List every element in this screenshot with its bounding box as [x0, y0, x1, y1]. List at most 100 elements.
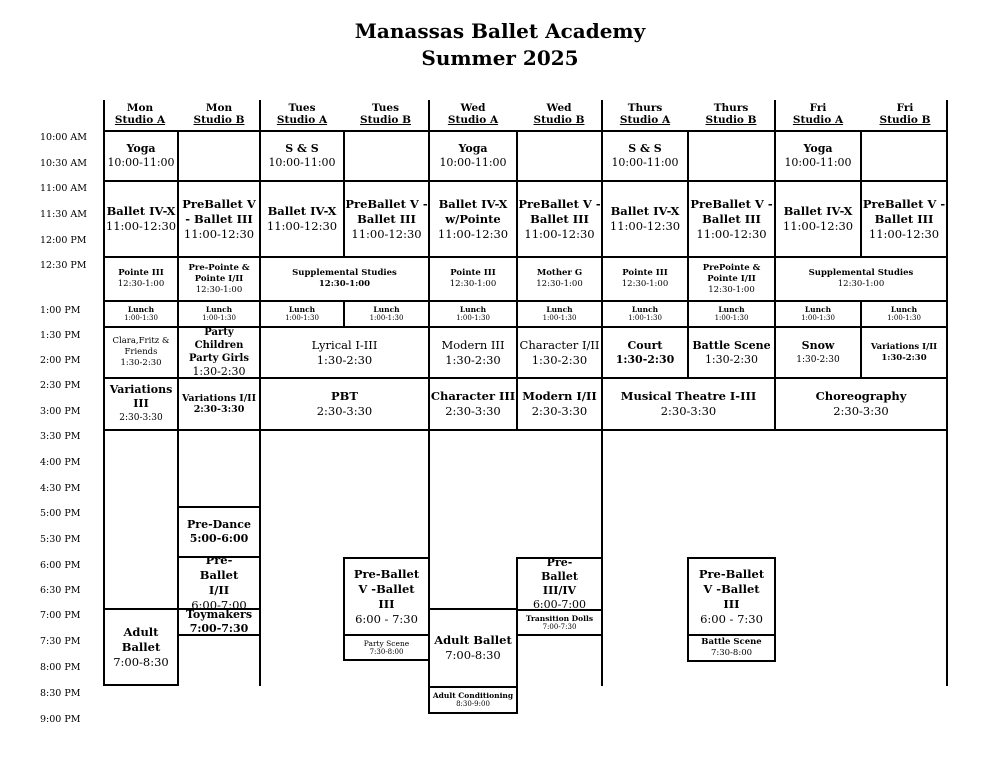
class-time: 2:30-3:30: [119, 413, 163, 423]
class-time: 7:00-8:30: [445, 648, 501, 662]
class-name: Lunch: [631, 305, 659, 314]
class-name: Variations I/II: [870, 341, 938, 352]
class-name: Ballet IV-X w/Pointe: [438, 196, 508, 226]
class-time: 7:30-8:00: [369, 647, 404, 656]
time-label: 11:00 AM: [40, 183, 87, 194]
time-label: 4:00 PM: [40, 457, 81, 468]
class-name: Pre-Pointe & Pointe I/II: [188, 262, 250, 284]
col-studio: Studio B: [879, 114, 931, 126]
class-name: Pre-Ballet III/IV: [541, 557, 578, 597]
col-day: Fri: [896, 102, 914, 114]
day-divider: [259, 100, 261, 130]
class-name: Lunch: [718, 305, 745, 314]
class-name: Supplemental Studies: [808, 268, 914, 278]
class-time: 11:00-12:30: [351, 226, 422, 241]
class-time: 11:00-12:30: [437, 226, 509, 241]
time-label: 4:30 PM: [40, 483, 81, 494]
class-time: 1:00-1:30: [801, 314, 835, 322]
class-name: Adult Ballet: [434, 633, 512, 647]
class-name: Supplemental Studies: [292, 268, 397, 278]
col-studio: Studio A: [276, 114, 328, 126]
class-name: S & S: [285, 142, 319, 155]
class-time: 11:00-12:30: [183, 226, 255, 241]
col-studio: Studio A: [792, 114, 844, 126]
time-label: 1:00 PM: [40, 305, 81, 316]
class-time: 6:00 - 7:30: [700, 611, 763, 626]
class-name: Lunch: [205, 305, 233, 314]
class-time: 7:30-8:00: [710, 648, 753, 658]
class-block-empty: [687, 130, 776, 182]
class-time: 6:00 - 7:30: [355, 611, 418, 626]
col-studio: Studio B: [705, 114, 757, 126]
col-day: Tues: [288, 102, 316, 114]
class-name: PreBallet V - Ballet III: [182, 196, 256, 226]
class-name: Adult Conditioning: [432, 691, 514, 700]
class-name: Clara,Fritz & Friends: [112, 336, 170, 357]
class-time: 11:00-12:30: [105, 219, 177, 233]
class-name: Pre-Ballet I/II: [199, 556, 239, 597]
day-divider: [103, 430, 105, 610]
class-block-empty: [177, 130, 261, 182]
class-time: 5:00-6:00: [189, 532, 249, 545]
class-block-empty: [343, 130, 430, 182]
class-time: 12:30-1:00: [837, 279, 885, 289]
class-time: 11:00-12:30: [868, 226, 940, 241]
class-time: 12:30-1:00: [195, 284, 243, 295]
class-name: Character I/II: [519, 337, 600, 352]
class-name: Court: [627, 338, 663, 352]
time-label: 6:30 PM: [40, 585, 81, 596]
class-time: 2:30-3:30: [193, 404, 245, 415]
class-time: 2:30-3:30: [316, 404, 373, 418]
class-time: 1:30-2:30: [531, 352, 588, 367]
time-label: 6:00 PM: [40, 560, 81, 571]
class-name: Mother G: [536, 268, 583, 278]
class-block-empty: [516, 130, 603, 182]
class-time: 1:00-1:30: [285, 314, 319, 322]
class-time: 11:00-12:30: [782, 219, 854, 233]
class-name: PrePointe & Pointe I/II: [702, 262, 761, 284]
col-day: Thurs: [713, 102, 749, 114]
class-time: 11:00-12:30: [696, 226, 767, 241]
class-time: 8:30-9:00: [456, 700, 490, 708]
class-name: Musical Theatre I-III: [620, 389, 757, 403]
class-name: Lunch: [804, 305, 832, 314]
col-studio: Studio A: [619, 114, 671, 126]
time-label: 5:00 PM: [40, 508, 81, 519]
class-time: 12:30-1:00: [449, 279, 497, 289]
class-name: Lunch: [546, 305, 573, 314]
class-time: 7:00-8:30: [113, 654, 169, 669]
class-time: 1:00-1:30: [202, 314, 236, 322]
class-name: PreBallet V - Ballet III: [862, 196, 946, 226]
